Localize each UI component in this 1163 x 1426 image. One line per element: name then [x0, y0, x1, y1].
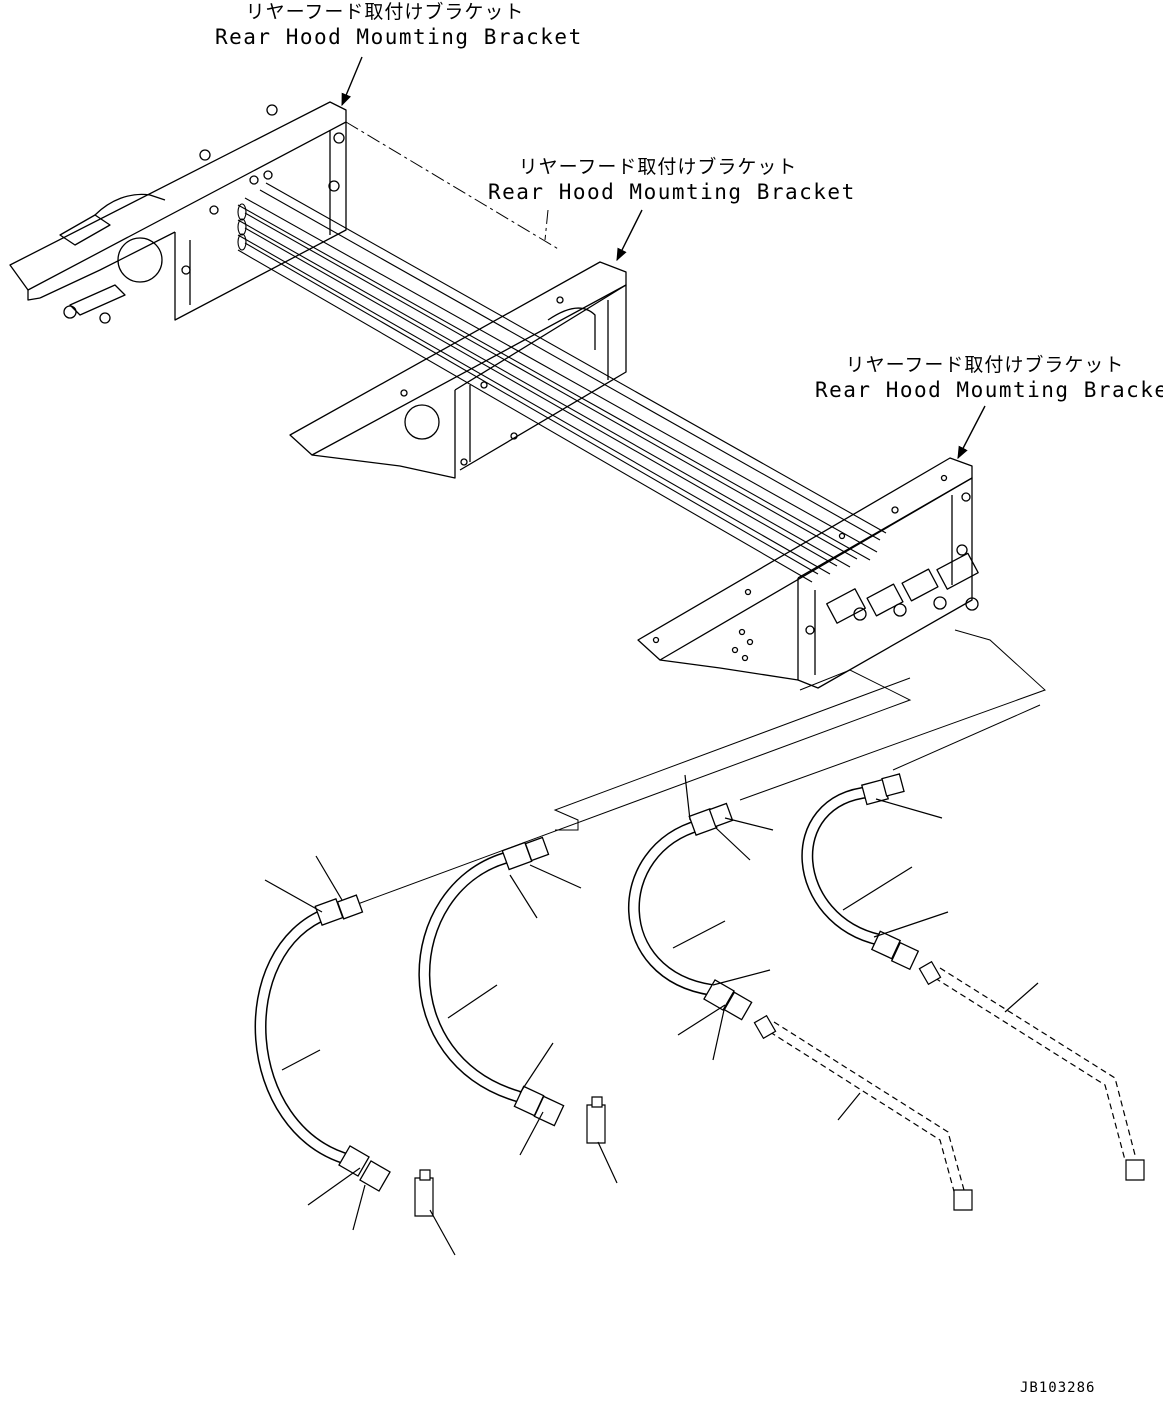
bracket-label-2-en: Rear Hood Moumting Bracket: [488, 180, 856, 204]
hose-1: [261, 895, 390, 1191]
bracket-label-3-jp: リヤーフード取付けブラケット: [845, 354, 1125, 376]
leader-arrow-2: [617, 210, 642, 262]
connection-lines: [355, 630, 1045, 905]
hydraulic-tube-bundle: [238, 183, 886, 582]
bracket-label-1-en: Rear Hood Moumting Bracket: [215, 25, 583, 49]
bracket-label-2: リヤーフード取付けブラケット Rear Hood Moumting Bracke…: [488, 155, 856, 205]
tee-fittings: [415, 1097, 605, 1216]
hose-3: [634, 803, 752, 1019]
callout-leaders: [265, 775, 1038, 1255]
right-bracket: [638, 458, 978, 688]
hose-4: [807, 774, 918, 969]
center-line: [346, 122, 560, 250]
tubes-dashed: [754, 962, 1144, 1210]
drawing-id: JB103286: [1020, 1380, 1096, 1396]
left-bracket: [10, 102, 346, 323]
bracket-label-1-jp: リヤーフード取付けブラケット: [245, 1, 525, 23]
bracket-leader-arrows: [342, 57, 985, 460]
hose-2: [424, 837, 563, 1125]
leader-arrow-3: [958, 406, 985, 460]
bracket-label-1: リヤーフード取付けブラケット Rear Hood Moumting Bracke…: [215, 0, 583, 50]
bracket-label-2-jp: リヤーフード取付けブラケット: [518, 156, 798, 178]
bracket-label-3-en: Rear Hood Moumting Bracket: [815, 378, 1163, 402]
bracket-label-3: リヤーフード取付けブラケット Rear Hood Moumting Bracke…: [815, 353, 1163, 403]
leader-arrow-1: [342, 57, 362, 107]
